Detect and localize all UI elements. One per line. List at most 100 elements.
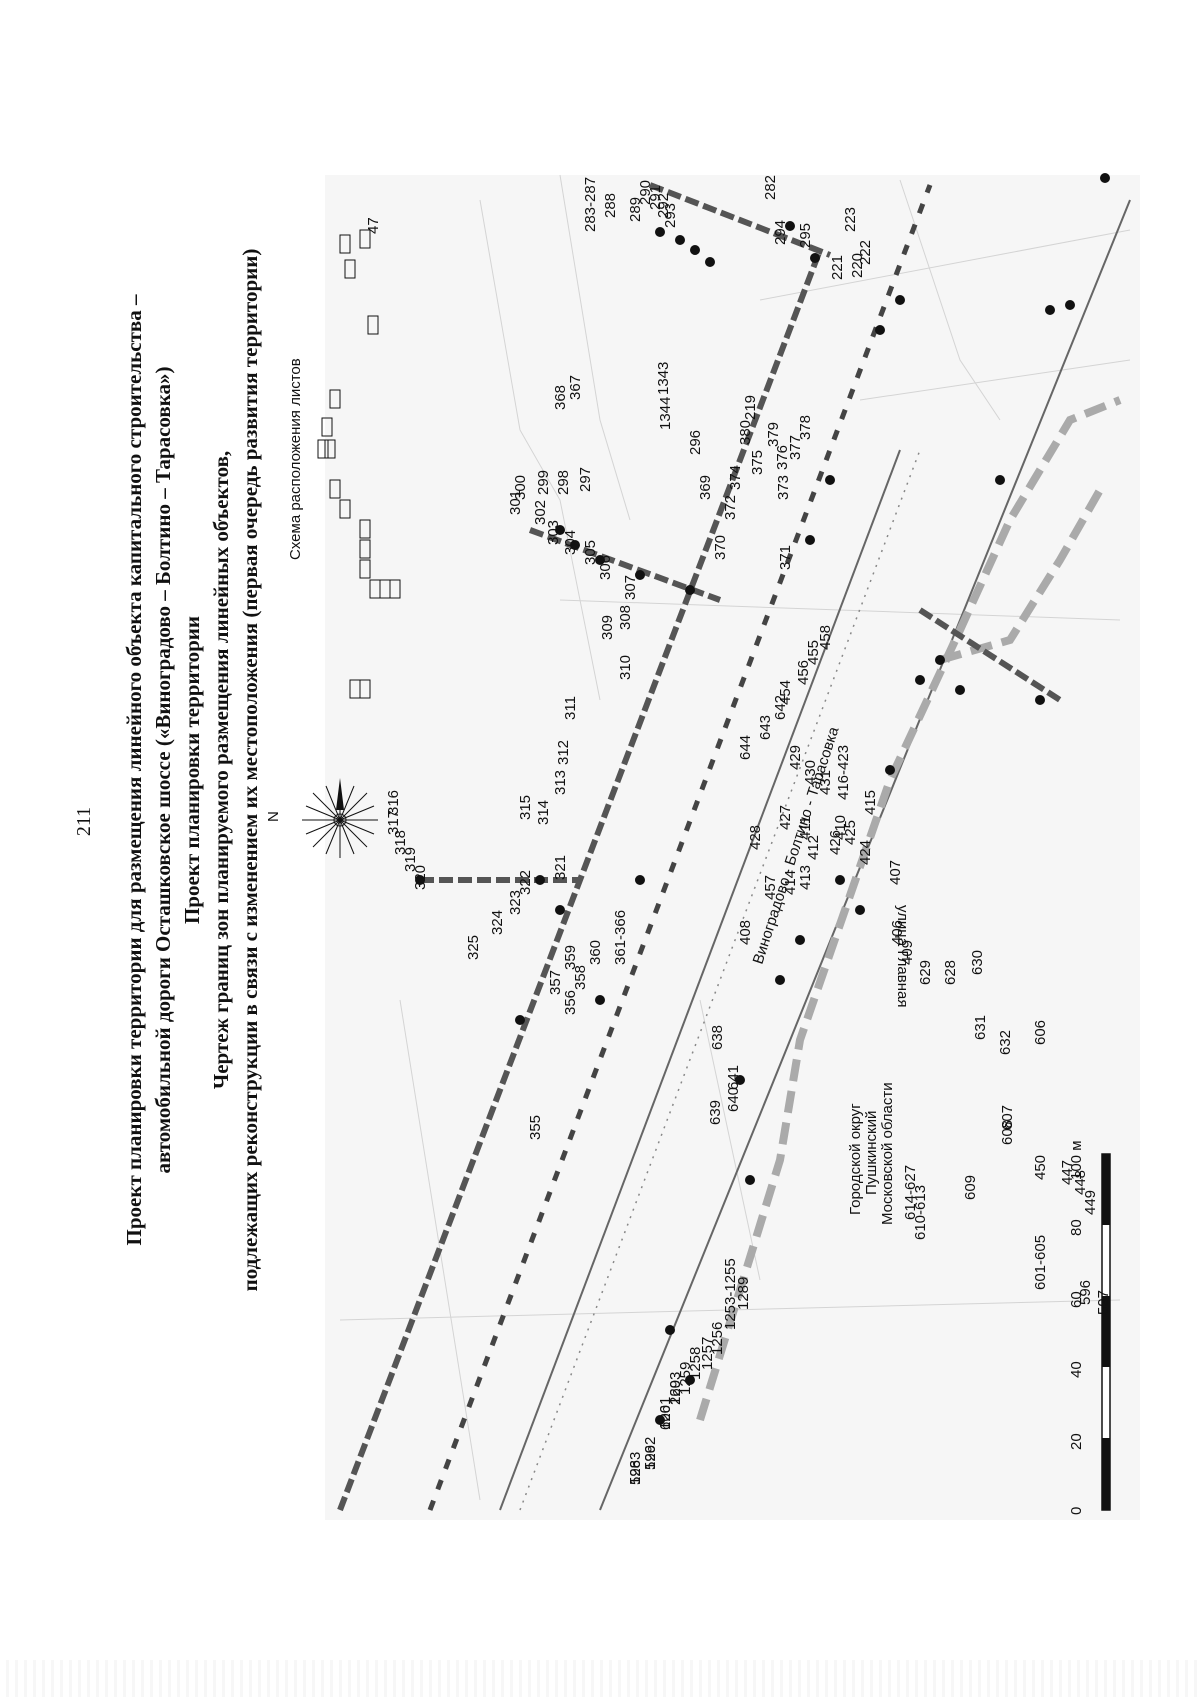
point-marker <box>685 585 695 595</box>
point-number-label: 367 <box>567 375 584 400</box>
scale-tick-0: 0 <box>1068 1507 1085 1515</box>
point-number-label: 456 <box>795 660 812 685</box>
point-marker <box>655 1415 665 1425</box>
point-number-label: 312 <box>555 740 572 765</box>
point-number-label: 408 <box>737 920 754 945</box>
side-road-mid <box>528 527 722 603</box>
point-marker <box>885 765 895 775</box>
point-marker <box>570 540 580 550</box>
inset-sheet <box>389 579 401 599</box>
point-number-label: 406 <box>889 920 906 945</box>
district-label-1: Городской округ <box>847 1103 864 1215</box>
point-number-label: 428 <box>747 825 764 850</box>
point-marker <box>775 975 785 985</box>
point-number-label: 608 <box>999 1120 1016 1145</box>
point-number-label: 356 <box>562 990 579 1015</box>
point-marker <box>995 475 1005 485</box>
inset-sheet-47: 47 <box>365 217 382 234</box>
point-number-label: 430 <box>802 760 819 785</box>
point-number-label: 301 <box>507 490 524 515</box>
point-number-label: 359 <box>562 945 579 970</box>
inset-sheet <box>359 679 371 699</box>
point-number-label: 630 <box>969 950 986 975</box>
point-number-label: 641 <box>725 1065 742 1090</box>
inset-sheet <box>321 417 333 437</box>
point-number-label: 282 <box>762 175 779 200</box>
point-marker <box>795 935 805 945</box>
point-number-label: 298 <box>555 470 572 495</box>
district-label-2: Пушкинский <box>863 1111 880 1195</box>
point-number-label: 629 <box>917 960 934 985</box>
point-marker <box>690 245 700 255</box>
point-number-label: 306 <box>597 555 614 580</box>
point-number-label: 293 <box>662 203 679 228</box>
point-number-label: 369 <box>697 475 714 500</box>
point-number-label: 310 <box>617 655 634 680</box>
point-number-label: 407 <box>887 860 904 885</box>
point-marker <box>745 1175 755 1185</box>
point-number-label: 322 <box>517 870 534 895</box>
point-labels: 12631262126126012591258125712561253-1255… <box>385 175 1112 1485</box>
point-number-label: 305 <box>582 540 599 565</box>
point-marker <box>515 1015 525 1025</box>
scale-tick-100: 100 м <box>1068 1140 1085 1180</box>
point-number-label: 303 <box>545 520 562 545</box>
point-number-label: 290 <box>637 180 654 205</box>
inset-sheet <box>367 315 379 335</box>
scale-tick-20: 20 <box>1068 1433 1085 1450</box>
scan-edge-noise <box>0 1660 1200 1697</box>
point-marker <box>805 535 815 545</box>
point-number-label: 378 <box>797 415 814 440</box>
point-number-label: 221 <box>829 255 846 280</box>
point-number-label: 222 <box>857 240 874 265</box>
point-number-label: 223 <box>842 207 859 232</box>
point-number-label: 308 <box>617 605 634 630</box>
point-marker <box>955 685 965 695</box>
point-number-label: 1257 <box>699 1337 716 1370</box>
point-number-label: 610-613 <box>912 1185 929 1240</box>
inset-sheet <box>329 389 341 409</box>
point-number-label: 411 <box>797 816 814 840</box>
point-marker <box>595 555 605 565</box>
point-marker <box>855 905 865 915</box>
point-number-label: 357 <box>547 970 564 995</box>
point-number-label: 376 <box>774 445 791 470</box>
street-label: улица Главная <box>894 905 911 1008</box>
sheet-layout-inset <box>317 229 401 699</box>
scale-tick-60: 60 <box>1068 1291 1085 1308</box>
point-number-label: 644 <box>737 735 754 760</box>
point-number-label: 458 <box>817 625 834 650</box>
side-road-top <box>648 182 832 258</box>
point-number-label: 596 <box>1077 1280 1094 1305</box>
point-marker <box>835 875 845 885</box>
point-number-label: 429 <box>787 745 804 770</box>
point-number-label: 375 <box>749 450 766 475</box>
point-number-label: 314 <box>535 800 552 825</box>
point-number-label: 318 <box>392 830 409 855</box>
point-number-label: 288 <box>602 193 619 218</box>
point-number-label: 1344 <box>657 397 674 430</box>
point-number-label: 260 <box>667 1380 684 1405</box>
point-number-label: 307 <box>622 575 639 600</box>
inset-sheet <box>359 229 371 249</box>
point-marker <box>1100 173 1110 183</box>
point-number-label: 374 <box>727 465 744 490</box>
point-number-label: 409 <box>899 940 916 965</box>
point-number-label: 377 <box>787 435 804 460</box>
scale-tick-80: 80 <box>1068 1219 1085 1236</box>
point-number-label: 302 <box>532 500 549 525</box>
point-number-label: 609 <box>962 1175 979 1200</box>
point-number-label: 1262 <box>642 1437 659 1470</box>
point-number-label: 628 <box>942 960 959 985</box>
inset-sheet <box>317 439 329 459</box>
point-number-label: 289 <box>627 197 644 222</box>
point-number-label: 413 <box>797 865 814 890</box>
point-number-label: 319 <box>402 847 419 872</box>
point-number-label: 300 <box>512 475 529 500</box>
scale-tick-40: 40 <box>1068 1361 1085 1378</box>
point-marker <box>825 475 835 485</box>
point-number-label: 1263 <box>627 1452 644 1485</box>
point-number-label: 315 <box>517 795 534 820</box>
inset-sheet <box>359 539 371 559</box>
point-number-label: 414 <box>782 870 799 895</box>
